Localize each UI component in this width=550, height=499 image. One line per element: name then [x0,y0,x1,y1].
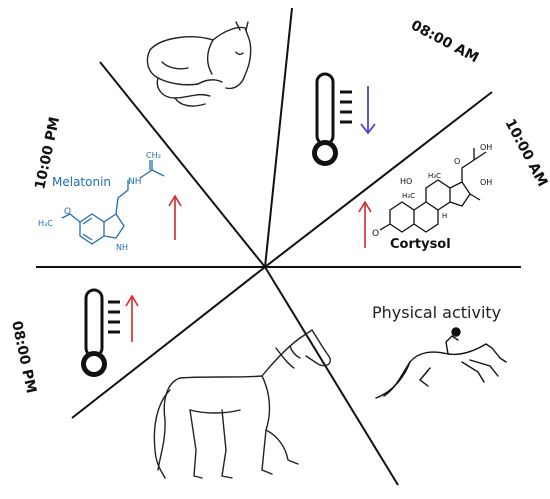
divider-lower-right [264,266,399,486]
cortisol-increase-arrow [358,200,372,248]
divider-lines [36,7,521,486]
melatonin-label: Melatonin [52,175,111,189]
sleeping-foal-illustration [146,21,252,107]
label-08pm: 08:00 PM [8,320,39,395]
thermometer-morning-icon [312,72,352,166]
cortisol-label: Cortysol [390,237,451,252]
cortisol-o-ring-label: O [372,229,379,239]
jumping-horse-illustration [375,327,507,399]
cortisol-ho-label: HO [400,177,412,186]
cortisol-o-top-label: O [454,157,460,166]
melatonin-structure [61,160,165,245]
divider-upper-right [264,91,493,268]
physical-activity-label: Physical activity [372,303,501,322]
divider-top [264,7,293,268]
divider-lower-left [71,266,266,419]
melatonin-o-label: O [64,207,71,217]
divider-top-left [99,61,266,268]
temperature-increase-arrow [125,294,139,342]
melatonin-nh-label: NH [128,177,142,187]
melatonin-ring-nh-label: NH [116,243,128,252]
cortisol-oh-top-label: OH [480,143,492,152]
label-10am: 10:00 AM [501,116,550,189]
label-08am: 08:00 AM [408,17,481,66]
cortisol-h-label: H [442,212,447,220]
melatonin-ch3-label: CH₃ [146,151,161,160]
thermometer-evening-icon [81,288,120,377]
cortisol-structure [379,148,487,233]
melatonin-h3c-label: H₃C [38,219,53,228]
melatonin-increase-arrow [168,194,182,240]
temperature-decrease-arrow [360,86,376,135]
cortisol-oh-side-label: OH [480,178,492,187]
cortisol-h3c-2-label: H₃C [402,192,415,200]
standing-horse-illustration [153,329,332,479]
cortisol-h3c-1-label: H₃C [428,172,441,180]
